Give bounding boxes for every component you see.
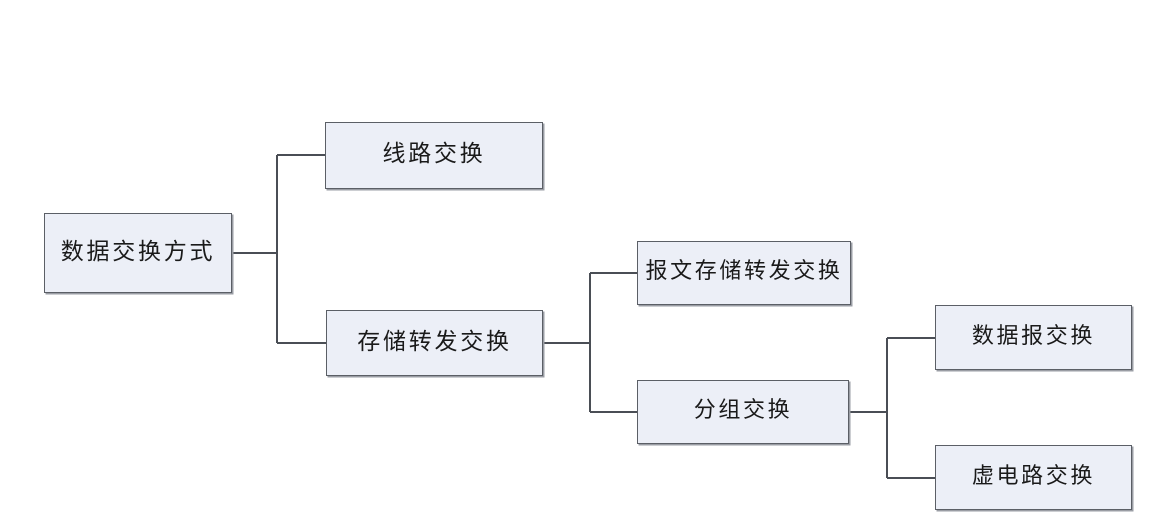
node-store-forward-switching[interactable]: 存储转发交换: [326, 310, 543, 376]
connector-root-to-level1: [232, 153, 326, 345]
node-label: 数据交换方式: [60, 238, 216, 265]
node-label: 分组交换: [693, 398, 793, 423]
node-label: 报文存储转发交换: [645, 259, 843, 284]
node-datagram-switching[interactable]: 数据报交换: [935, 305, 1132, 370]
node-message-store-forward-switching[interactable]: 报文存储转发交换: [637, 241, 851, 305]
node-label: 虚电路交换: [971, 463, 1096, 489]
node-virtual-circuit-switching[interactable]: 虚电路交换: [935, 445, 1132, 510]
node-data-switching-methods[interactable]: 数据交换方式: [44, 213, 232, 293]
connector-storeforward-to-level2: [543, 271, 637, 414]
node-label: 线路交换: [382, 141, 486, 167]
node-packet-switching[interactable]: 分组交换: [637, 380, 849, 444]
node-circuit-switching[interactable]: 线路交换: [325, 122, 543, 189]
node-label: 数据报交换: [971, 323, 1096, 349]
connector-packet-to-level3: [849, 336, 935, 480]
node-label: 存储转发交换: [357, 328, 512, 355]
